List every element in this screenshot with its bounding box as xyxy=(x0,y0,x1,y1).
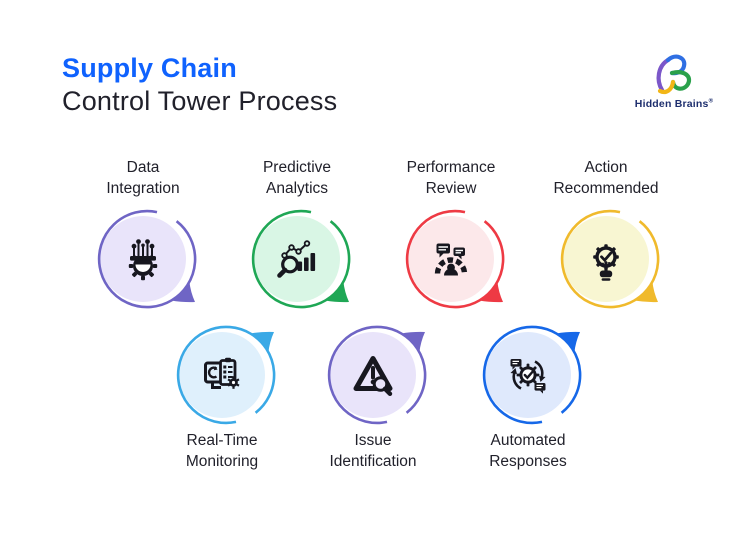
performance-review-icon xyxy=(434,243,468,276)
step-label-automated-responses: Automated Responses xyxy=(489,432,567,470)
circle-arrow-decoration xyxy=(327,325,427,425)
automated-responses-icon xyxy=(510,359,546,394)
step-automated-responses: Automated Responses xyxy=(443,315,613,483)
step-label-data-integration: Data Integration xyxy=(106,159,180,197)
page-title-line2: Control Tower Process xyxy=(62,86,338,116)
issue-identification-icon xyxy=(353,356,393,396)
page-title: Supply Chain Control Tower Process xyxy=(62,52,337,118)
step-performance-review: Performance Review xyxy=(366,158,536,326)
step-badge xyxy=(405,209,505,309)
circle-arrow-decoration xyxy=(405,209,505,309)
predictive-analytics-icon xyxy=(277,240,316,278)
data-integration-icon xyxy=(128,239,158,281)
step-real-time-monitoring: Real-Time Monitoring xyxy=(137,315,307,483)
step-label-performance-review: Performance Review xyxy=(406,159,496,197)
step-label-action-recommended: Action Recommended xyxy=(553,159,659,197)
circle-arrow-decoration xyxy=(251,209,351,309)
step-data-integration: Data Integration xyxy=(58,158,228,326)
step-action-recommended: Action Recommended xyxy=(521,158,691,326)
page-title-line1: Supply Chain xyxy=(62,53,237,83)
step-issue-identification: Issue Identification xyxy=(288,315,458,483)
real-time-monitoring-icon xyxy=(204,357,240,389)
step-predictive-analytics: Predictive Analytics xyxy=(212,158,382,326)
brand-logo-icon xyxy=(656,54,692,95)
registered-mark: ® xyxy=(708,98,714,105)
circle-arrow-decoration xyxy=(560,209,660,309)
step-label-predictive-analytics: Predictive Analytics xyxy=(262,159,332,197)
step-badge xyxy=(482,325,582,425)
step-badge xyxy=(251,209,351,309)
step-label-issue-identification: Issue Identification xyxy=(329,432,417,470)
step-badge xyxy=(560,209,660,309)
step-badge xyxy=(327,325,427,425)
brand-logo-text: Hidden Brains® xyxy=(634,98,714,110)
step-badge xyxy=(97,209,197,309)
brand-logo: Hidden Brains® xyxy=(626,50,722,110)
step-label-real-time-monitoring: Real-Time Monitoring xyxy=(185,432,259,470)
action-recommended-icon xyxy=(593,244,619,281)
step-badge xyxy=(176,325,276,425)
